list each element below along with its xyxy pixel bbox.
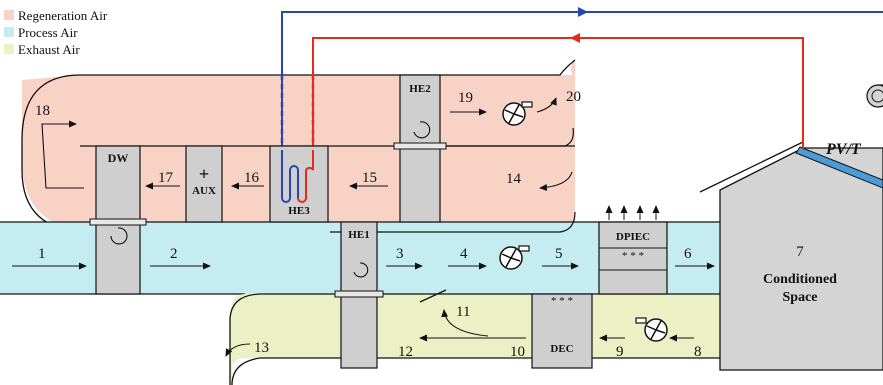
he3-coil-red [297,150,314,203]
state-17: 17 [158,170,174,186]
dec-spray-icon: * * * [551,295,573,307]
he2-rotation-icon [413,121,431,139]
he1-label: HE1 [348,229,369,241]
room-label-line2: Space [783,290,818,305]
dpiec-label: DPIEC [616,231,650,243]
room-number: 7 [796,244,804,260]
dw-rotation-icon [110,227,128,245]
legend-swatch-process [4,27,14,37]
aux-label: AUX [192,185,216,197]
legend-label-exhaust: Exhaust Air [18,42,80,57]
dpiec-exhaust-arrows [605,205,660,220]
state-18: 18 [35,103,50,119]
he1-rotation-icon [353,262,369,278]
exhaust-duct-outline [229,293,720,385]
state-2: 2 [170,246,178,262]
state-12: 12 [398,344,413,360]
process-fan-icon [499,245,530,270]
he2-shaft [393,142,447,150]
regeneration-fan-icon [502,101,533,126]
state-16: 16 [244,170,260,186]
he1-shaft [334,290,384,298]
roof-line [699,141,804,193]
state-20: 20 [566,89,581,105]
legend-label-regeneration: Regeneration Air [18,8,108,23]
state-numbers: 1 2 3 4 5 6 8 9 10 11 12 13 14 15 16 17 … [35,89,702,360]
dw-label: DW [108,151,129,165]
regen-bottom-curve [330,211,576,233]
aux-heater [185,145,223,223]
state-9: 9 [616,344,624,360]
conditioned-space [719,147,883,371]
dpiec-spray-icon: * * * [622,250,644,262]
legend-swatch-exhaust [4,44,14,54]
state-3: 3 [396,246,404,262]
state-11: 11 [456,304,470,320]
legend: Regeneration Air Process Air Exhaust Air [4,8,108,57]
damper [419,289,447,303]
state-5: 5 [555,246,563,262]
dpiec-cooler [598,221,668,295]
external-fan-icon [866,84,883,108]
hot-pipe-arrow-icon [570,33,580,43]
pvt-panel [795,146,883,189]
pvt-label: PV/T [825,141,862,158]
he2-label: HE2 [409,83,431,95]
regeneration-duct-outline [21,59,576,233]
state-4: 4 [460,246,468,262]
legend-swatch-regeneration [4,10,14,20]
state-6: 6 [684,246,692,262]
he3-label: HE3 [288,205,310,217]
state-19: 19 [458,90,473,106]
state-10: 10 [510,344,525,360]
dec-label: DEC [550,343,573,355]
state-15: 15 [362,170,377,186]
flow-arrows [12,97,715,357]
dec-cooler [531,293,593,369]
exhaust-duct [230,294,720,385]
exhaust-fan-icon [635,317,668,342]
state-8: 8 [694,344,702,360]
state-14: 14 [506,171,522,187]
room-label-line1: Conditioned [763,272,837,287]
cold-pipe-arrow-icon [578,7,588,17]
dw-shaft [89,218,147,226]
legend-label-process: Process Air [18,25,78,40]
state-13: 13 [254,340,269,356]
regen-divider-curve [420,127,574,147]
aux-plus-symbol: + [199,164,209,184]
state-1: 1 [38,246,46,262]
he3-coil-blue [281,150,299,203]
